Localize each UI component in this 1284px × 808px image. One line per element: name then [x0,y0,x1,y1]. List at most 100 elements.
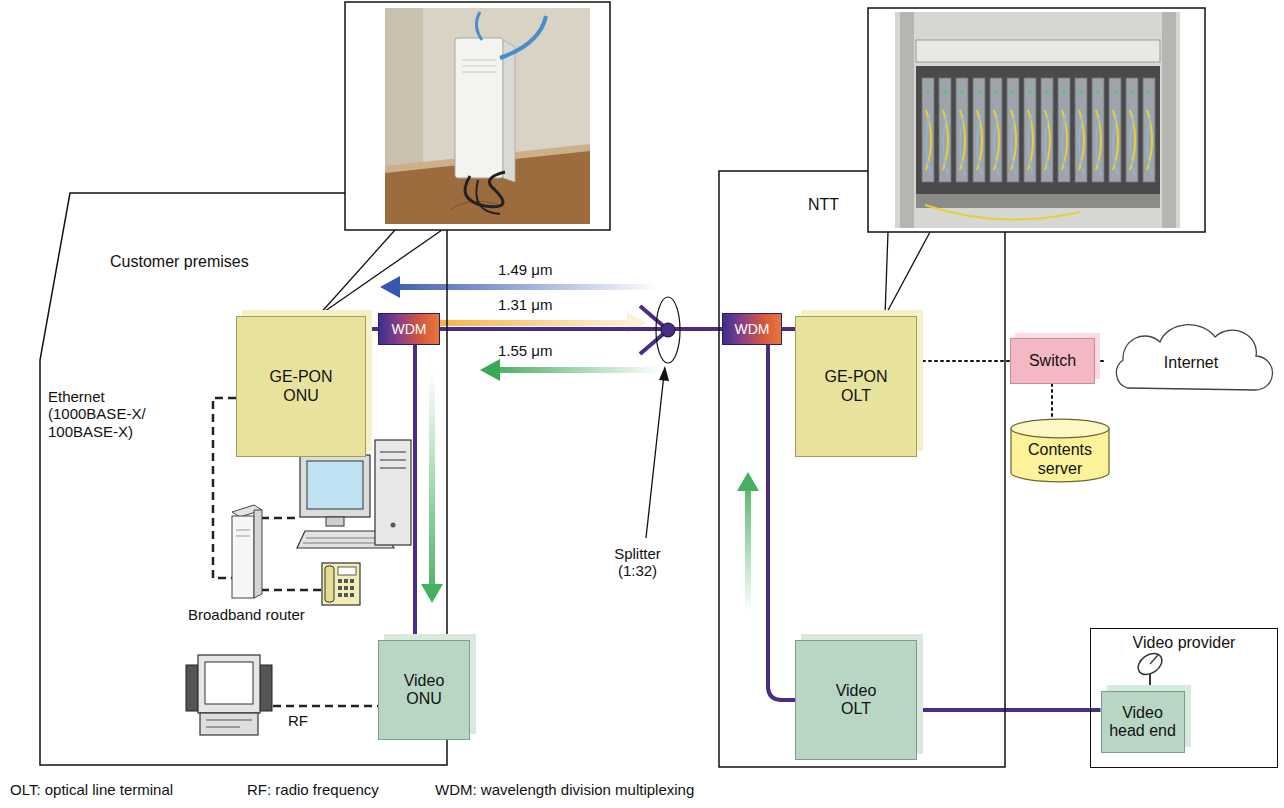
olt-photo-callout [916,66,1160,194]
wavelength-arrow [480,359,500,381]
pc-icon [300,455,370,517]
wavelength-arrow [498,367,662,373]
onu-photo-callout [385,8,423,172]
olt-photo-callout [1162,12,1176,228]
tv-icon [206,720,252,721]
wavelength-label: 1.49 μm [498,261,553,278]
dish-icon [1134,649,1166,679]
onu-photo-callout [318,230,395,316]
fiber-line [413,345,417,640]
internet-cloud-outline [1116,325,1272,390]
fiber-line [768,345,795,700]
olt-photo-callout [885,232,930,316]
node-text: GE-PON ONU [266,368,336,405]
phone-icon [350,579,354,583]
phone-icon [325,566,334,602]
onu-photo-callout [318,230,442,316]
server-cylinder: Contents server [1010,418,1110,483]
tv-icon [198,655,260,713]
onu-photo-callout [455,38,503,178]
onu-photo-callout [318,2,610,316]
onu-photo-callout [345,2,610,230]
wdm-box: WDM [378,313,440,345]
ethernet-cable [273,705,378,708]
onu-photo-callout [462,72,496,73]
phone-icon [322,563,360,605]
onu-photo-callout [462,60,496,61]
tv-icon [260,665,272,711]
tv-icon [200,713,258,735]
node-text: Switch [1029,352,1076,370]
wavelength-label: 1.55 μm [498,342,553,359]
onu-photo-callout [476,12,482,40]
router-icon [254,510,262,598]
tv-icon [205,662,253,704]
splitter-symbol [661,323,675,337]
onu-photo-callout [465,172,505,207]
node-text: Video OLT [826,682,886,719]
phone-icon [338,586,342,590]
onu-photo-callout [476,180,500,214]
dish-icon [1150,655,1158,664]
wavelength-label: 1.31 μm [498,296,553,313]
phone-icon [344,593,348,597]
olt-photo-callout [925,205,1080,220]
phone-icon [338,567,356,575]
device-label: Broadband router [188,606,305,623]
leader-line [659,366,669,381]
switch-box: Switch [1010,338,1095,384]
phone-icon [350,593,354,597]
signal-label: RF [288,712,308,729]
pc-icon [307,461,363,509]
video-onu-box: Video ONU [378,640,470,740]
node-text: Contents server [1020,441,1100,478]
pc-icon [380,452,406,453]
olt-photo-callout [868,8,1205,232]
fiber-line [917,708,1101,712]
olt-photo-callout [868,8,1205,316]
olt-photo-callout [916,194,1160,208]
node-text: Video ONU [394,672,454,709]
splitter-symbol [656,297,680,363]
router-icon [236,536,250,537]
phone-icon [350,586,354,590]
olt-photo-callout [920,70,1156,190]
dish-icon [1141,687,1159,689]
leader-line [646,374,664,538]
phone-icon [344,586,348,590]
tv-icon [186,665,198,711]
node-text: GE-PON OLT [821,368,891,405]
node-text: WDM [735,321,770,337]
network-link [1051,384,1053,418]
pc-icon [380,460,406,461]
fiber-line [782,327,795,331]
leader-line [646,366,669,538]
onu-photo-callout [500,16,546,58]
splitter-symbol [640,297,680,363]
olt-photo-callout [900,12,914,228]
flow-arrow [421,584,443,603]
pc-icon [391,523,396,528]
pc-icon [380,468,406,469]
node-text: Video head end [1108,704,1178,741]
abbreviation-note: WDM: wavelength division multiplexing [435,781,694,798]
phone-icon [338,593,342,597]
flow-arrow [737,472,759,491]
router-icon [232,516,254,598]
interface-label: Ethernet (1000BASE-X/ 100BASE-X) [48,388,163,440]
onu-box: GE-PON ONU [236,316,366,457]
pc-icon [326,517,344,526]
onu-photo-callout [462,66,496,67]
ethernet-cable [261,589,322,592]
network-link [917,360,1010,362]
abbreviation-note: OLT: optical line terminal [10,781,173,798]
wavelength-arrow [398,284,656,290]
router-icon [236,530,250,531]
tv-icon [206,727,240,728]
ntt-region: NTTWDMGE-PON OLTVideo OLT [718,170,1006,768]
ethernet-cable [261,517,300,520]
network-link [1095,360,1105,362]
